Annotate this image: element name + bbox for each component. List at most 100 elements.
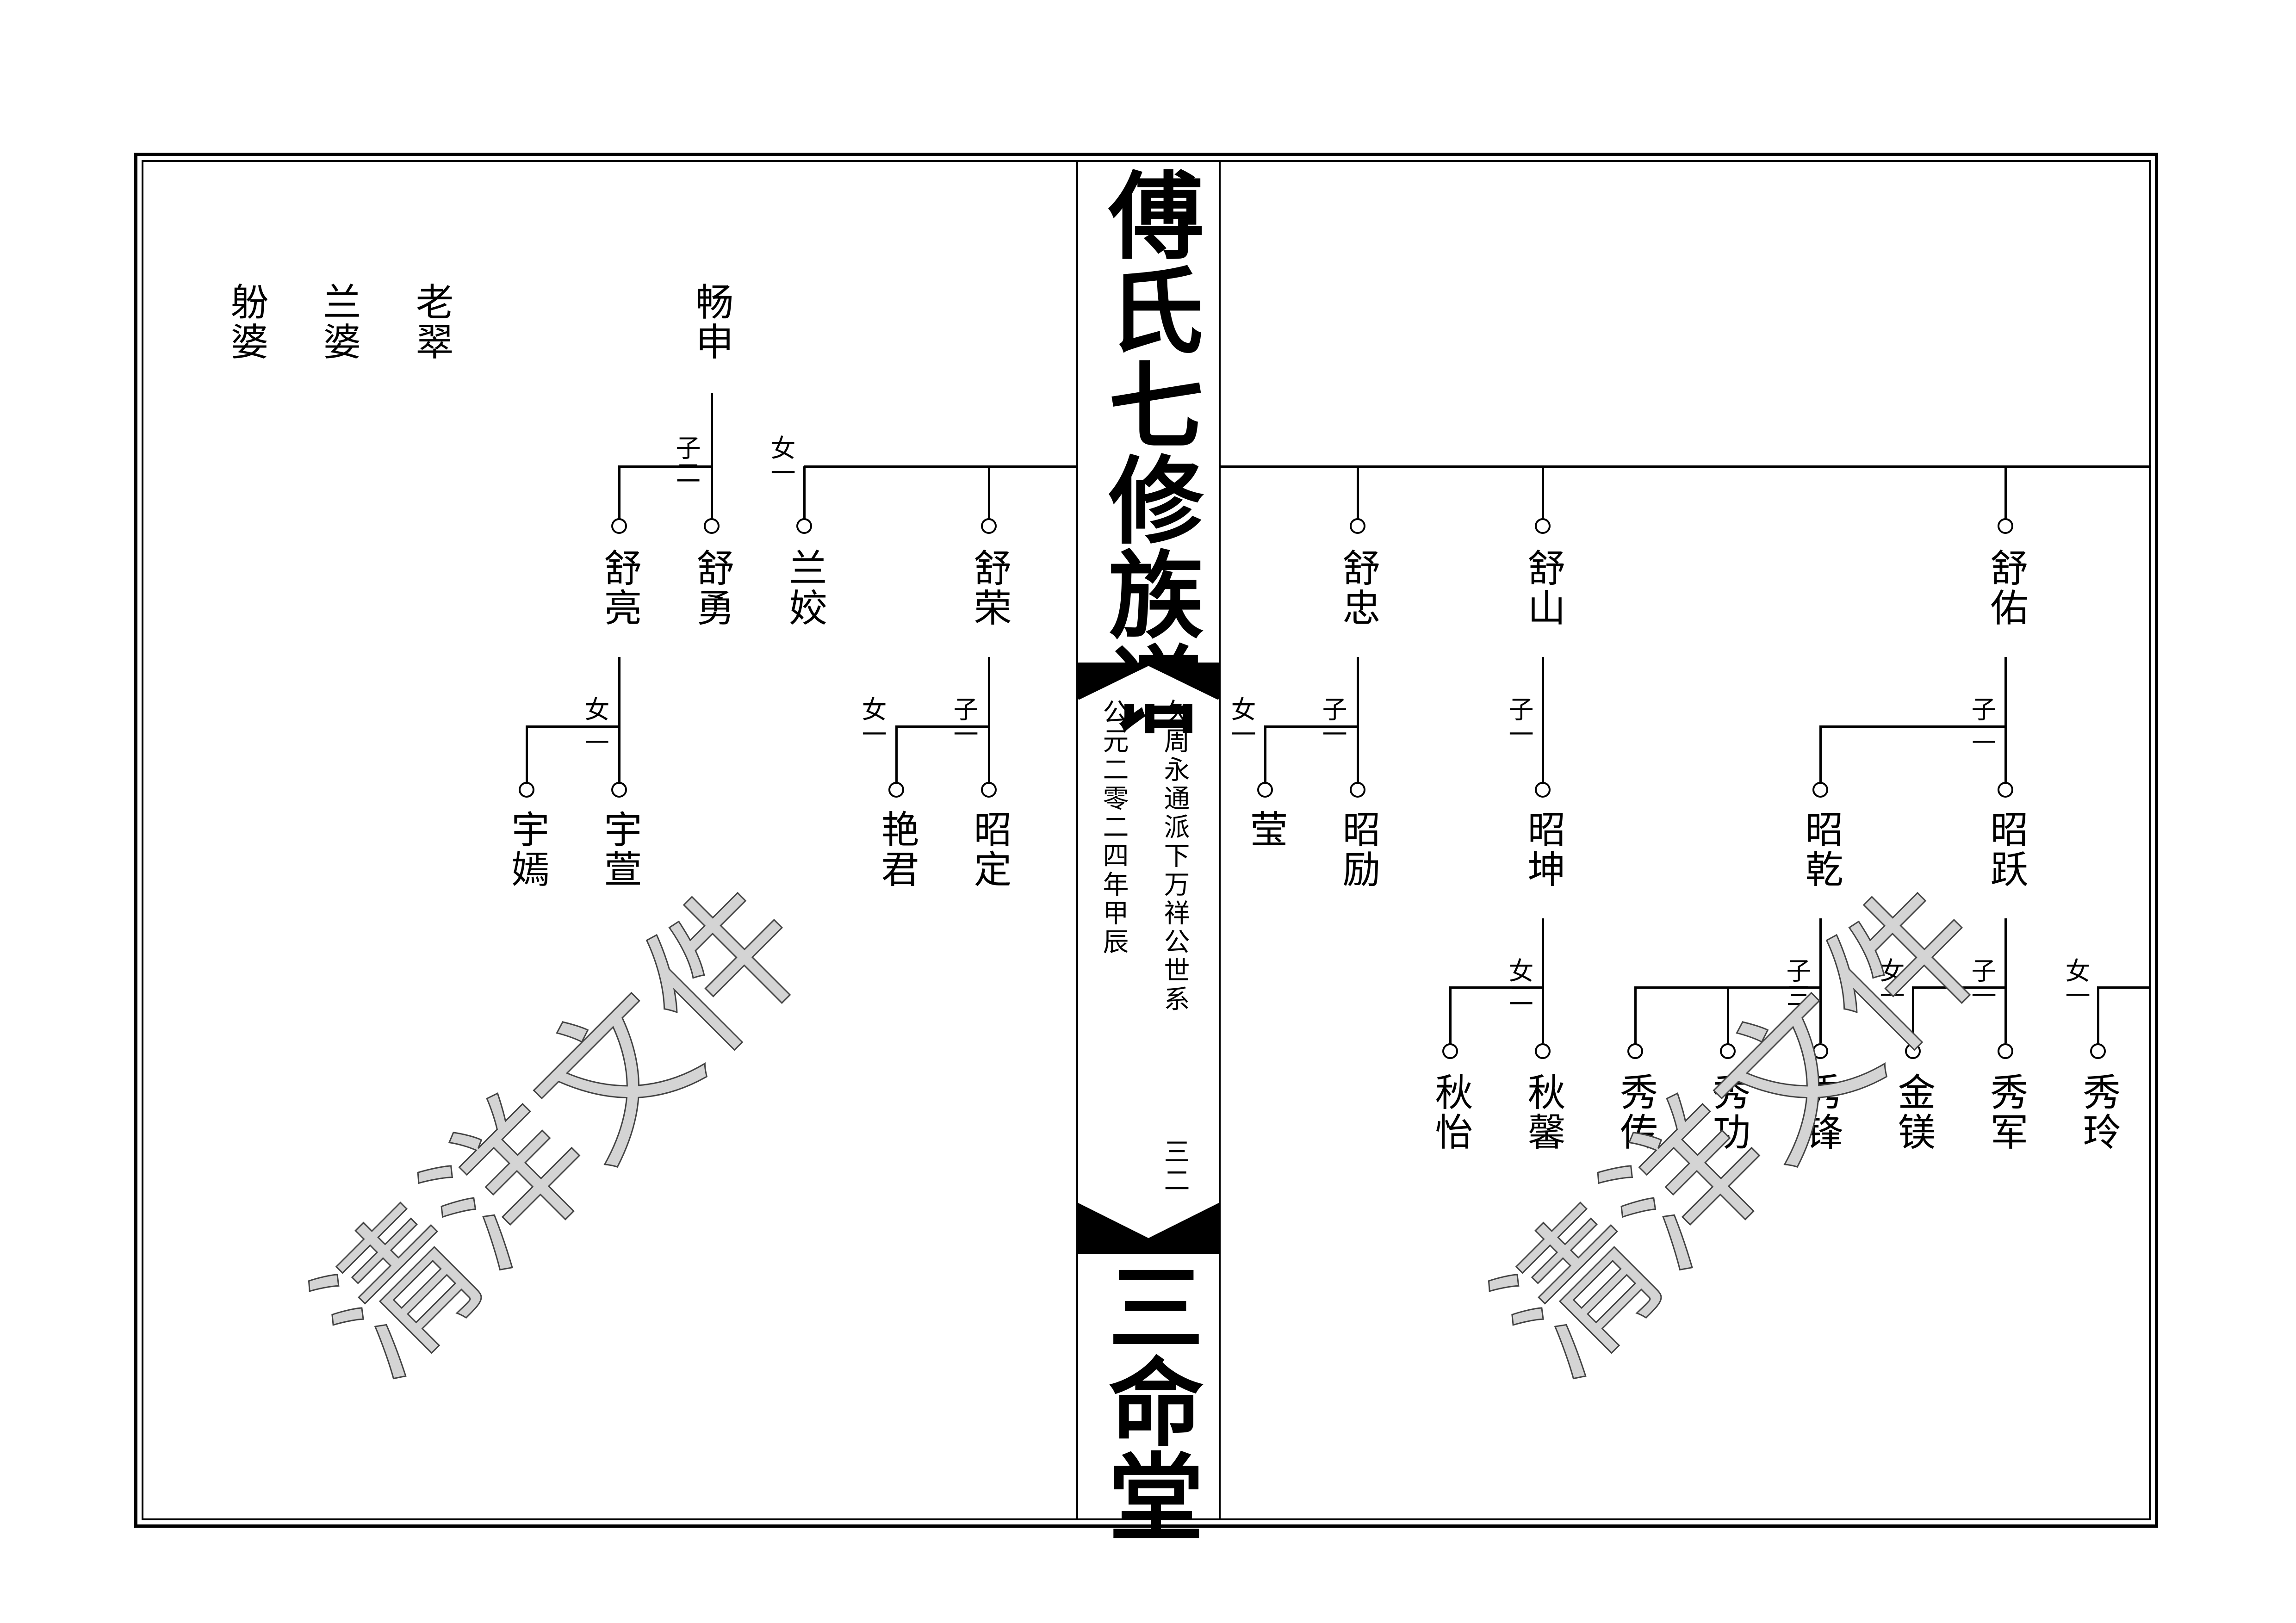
book-spine: [1076, 160, 1221, 1520]
member-name: 舒佑: [1984, 548, 2028, 628]
child-drop: [1819, 725, 1822, 786]
descent-line: [711, 393, 713, 532]
member-node: [981, 518, 997, 534]
child-drop: [1912, 986, 1914, 1047]
member-name: 舒忠: [1336, 548, 1380, 628]
member-node: [2090, 1043, 2106, 1059]
member-node: [1350, 518, 1365, 534]
count-label: 女二: [1504, 958, 1533, 1008]
descent-line: [1357, 657, 1359, 784]
member-node: [1350, 782, 1365, 798]
member-node: [1812, 782, 1828, 798]
branch-line-continued: [2097, 986, 2150, 989]
child-drop: [1634, 986, 1637, 1047]
descent-line: [2004, 918, 2007, 1043]
member-name: 秀军: [1984, 1072, 2028, 1152]
member-name: 舒荣: [967, 548, 1011, 628]
member-node: [1998, 1043, 2013, 1059]
member-node: [981, 782, 997, 798]
page-number: 三二: [1160, 1138, 1190, 1196]
member-name: 舒勇: [690, 548, 734, 628]
child-drop: [1264, 725, 1266, 786]
genealogy-title: 傅氏七修族谱: [1092, 167, 1204, 736]
member-node: [1905, 1043, 1921, 1059]
spouse-name: 老翠: [409, 282, 453, 362]
member-name: 宇萱: [597, 810, 641, 889]
count-label: 子一: [1967, 958, 1996, 1008]
member-node: [796, 518, 812, 534]
member-name: 昭定: [967, 810, 1011, 889]
member-name: 舒亮: [597, 548, 641, 628]
count-label: 子一: [949, 696, 978, 746]
child-drop: [618, 466, 621, 520]
branch-line: [526, 725, 621, 728]
member-name: 宇嫣: [505, 810, 549, 889]
branch-line: [1449, 986, 1544, 989]
member-node: [1257, 782, 1273, 798]
child-drop: [988, 466, 990, 520]
member-name: 兰姣: [782, 548, 826, 628]
child-drop: [711, 466, 713, 520]
member-name: 昭励: [1336, 810, 1380, 889]
count-label: 女一: [1875, 958, 1905, 1008]
descent-line: [1542, 657, 1544, 784]
child-drop: [526, 725, 528, 786]
member-node: [1535, 782, 1551, 798]
count-label: 女一: [1227, 696, 1256, 746]
hall-name: 三命堂: [1092, 1258, 1204, 1543]
branch-line: [1264, 725, 1359, 728]
member-name: 莹: [1243, 810, 1287, 849]
date-line: 公元二零二四年甲辰: [1098, 699, 1129, 957]
count-label: 女一: [766, 435, 795, 485]
branch-line: [1912, 986, 2007, 989]
count-label: 子一: [1504, 696, 1533, 746]
child-drop: [2097, 986, 2099, 1047]
count-label: 女一: [857, 696, 887, 746]
branch-line-main: [804, 465, 1078, 468]
branch-line-sons: [618, 465, 713, 468]
spouse-name: 躮婆: [224, 282, 268, 362]
descent-line: [1542, 918, 1544, 1043]
child-drop: [2004, 466, 2007, 520]
member-name: 秀玲: [2076, 1072, 2120, 1152]
branch-line-main: [1219, 465, 2151, 468]
member-node: [704, 518, 720, 534]
member-node: [1812, 1043, 1828, 1059]
member-node: [1627, 1043, 1643, 1059]
descent-line: [988, 657, 990, 784]
member-name: 昭跃: [1984, 810, 2028, 889]
member-node: [1998, 518, 2013, 534]
child-drop: [895, 725, 898, 786]
member-node: [1720, 1043, 1736, 1059]
outer-frame: [134, 153, 2158, 1528]
count-label: 子三: [1782, 958, 1811, 1008]
spouse-name: 兰婆: [316, 282, 360, 362]
child-drop: [1542, 466, 1544, 520]
member-node: [519, 782, 534, 798]
member-name: 舒山: [1521, 548, 1565, 628]
inner-frame: [142, 160, 2151, 1520]
member-name: 昭坤: [1521, 810, 1565, 889]
member-name: 昭乾: [1799, 810, 1843, 889]
spine-chevron-top: [1077, 663, 1220, 704]
count-label: 子二: [1967, 696, 1996, 746]
descent-line: [1819, 918, 1822, 1043]
child-drop: [803, 466, 806, 520]
member-name: 秋怡: [1428, 1072, 1472, 1152]
member-name: 秀传: [1613, 1072, 1657, 1152]
member-name: 艳君: [875, 810, 918, 889]
descent-line: [618, 657, 621, 784]
spine-chevron-bottom: [1078, 1203, 1219, 1254]
branch-line: [1819, 725, 2007, 728]
member-node: [1998, 782, 2013, 798]
member-node: [1442, 1043, 1458, 1059]
member-node: [1535, 1043, 1551, 1059]
child-drop: [1357, 466, 1359, 520]
member-node: [888, 782, 904, 798]
member-node: [611, 782, 627, 798]
branch-line: [895, 725, 990, 728]
member-name: 秀锋: [1799, 1072, 1843, 1152]
father-name: 畅申: [689, 282, 733, 362]
child-drop: [1727, 986, 1729, 1047]
member-node: [611, 518, 627, 534]
